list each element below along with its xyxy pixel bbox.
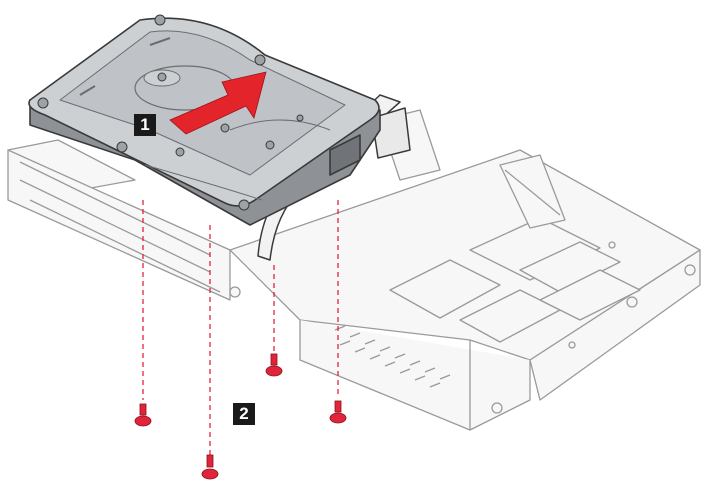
step-2-callout: 2 bbox=[233, 403, 255, 425]
screw-3 bbox=[265, 353, 283, 377]
screw-1 bbox=[134, 403, 152, 427]
screw-2 bbox=[201, 454, 219, 480]
screw-4 bbox=[329, 400, 347, 424]
slide-direction-arrow bbox=[169, 71, 267, 135]
step-1-callout: 1 bbox=[134, 114, 156, 136]
screw-guide-lines bbox=[142, 200, 339, 455]
